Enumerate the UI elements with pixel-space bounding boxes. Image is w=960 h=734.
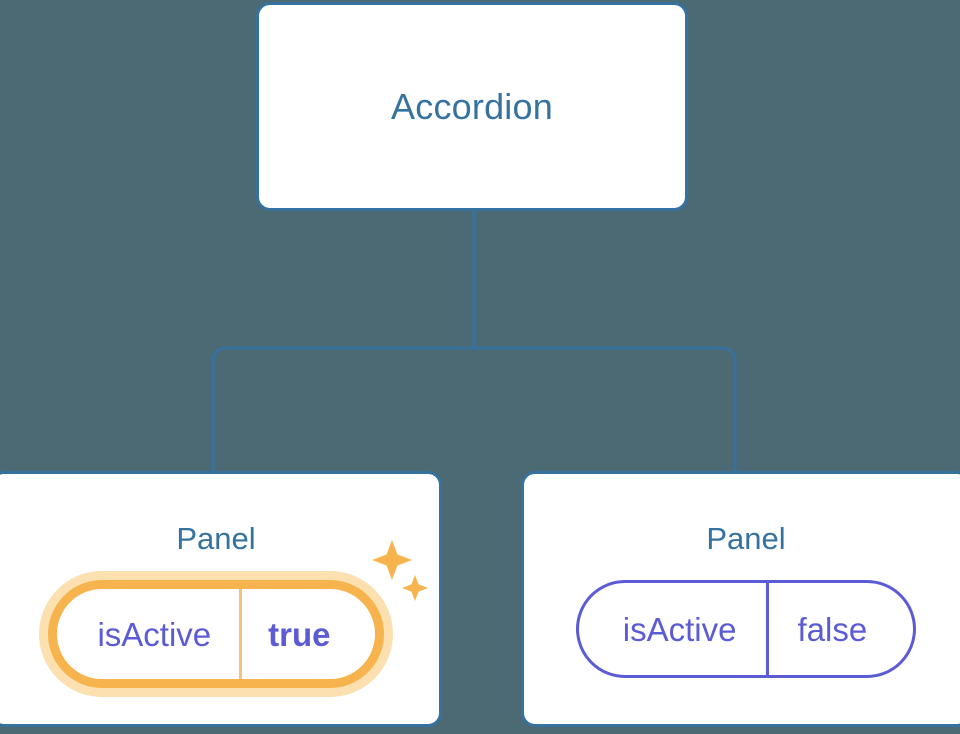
node-accordion[interactable]: Accordion (256, 2, 688, 211)
prop-value-0: true (268, 615, 331, 653)
sparkle-small-icon (401, 575, 428, 601)
prop-key-0: isActive (57, 589, 243, 679)
prop-pill-1[interactable]: isActive false (575, 580, 917, 678)
node-panel-1[interactable]: Panel isActive false (521, 471, 960, 727)
sparkle-group (371, 540, 428, 601)
node-panel-1-label: Panel (706, 521, 786, 556)
node-accordion-label: Accordion (391, 85, 553, 127)
node-panel-0-label: Panel (176, 521, 256, 556)
prop-key-1: isActive (579, 583, 770, 675)
prop-pill-wrapper-0: isActive true (48, 540, 428, 688)
prop-pill-wrapper-1: isActive false (575, 580, 917, 678)
connector-branch-bus (211, 346, 737, 472)
sparkle-large-icon (371, 540, 412, 580)
node-panel-0[interactable]: Panel isActive true (0, 471, 442, 727)
prop-pill-0[interactable]: isActive true (48, 580, 384, 688)
prop-value-1: false (797, 610, 868, 648)
